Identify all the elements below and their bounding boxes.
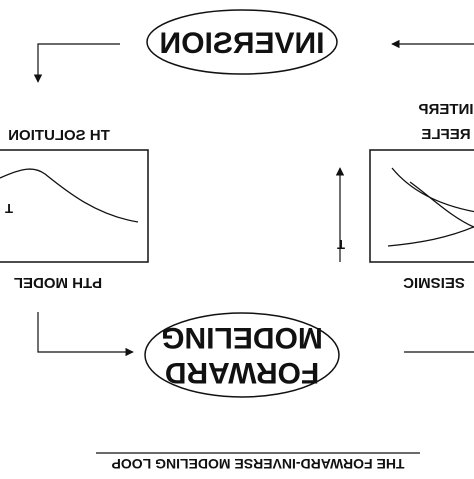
forward-modeling-node: FORWARD MODELING — [144, 312, 340, 398]
caption: THE FORWARD-INVERSE MODELING LOOP — [96, 452, 420, 472]
modeling-label: MODELING — [161, 321, 323, 354]
arrow-inversion-to-solution — [33, 43, 120, 83]
forward-label: FORWARD — [165, 356, 319, 389]
inversion-node: INVERSION — [146, 9, 338, 75]
depth-plot-frame — [0, 149, 149, 263]
left-panel: TH SOLUTION T PTH MODEL — [0, 127, 149, 291]
left-axis-mark: T — [5, 201, 13, 216]
depth-curve — [0, 168, 139, 223]
seismic-label: SEISMIC — [403, 274, 465, 291]
reflection-label: REFLE — [421, 126, 470, 143]
interpretation-label: INTERP — [418, 101, 473, 118]
reflection-curve-upper — [391, 167, 474, 213]
reflection-curve-flat — [387, 226, 474, 247]
depth-model-label: PTH MODEL — [14, 274, 102, 291]
right-axis-mark: T — [337, 237, 345, 252]
inversion-label: INVERSION — [159, 27, 324, 60]
right-panel: INTERP REFLE T SEISMIC — [335, 101, 474, 291]
depth-solution-label: TH SOLUTION — [8, 127, 110, 144]
arrow-model-to-forward — [37, 312, 134, 357]
reflection-curve-lower — [409, 181, 474, 228]
seismic-plot-frame — [369, 149, 474, 263]
caption-text: THE FORWARD-INVERSE MODELING LOOP — [112, 456, 405, 472]
